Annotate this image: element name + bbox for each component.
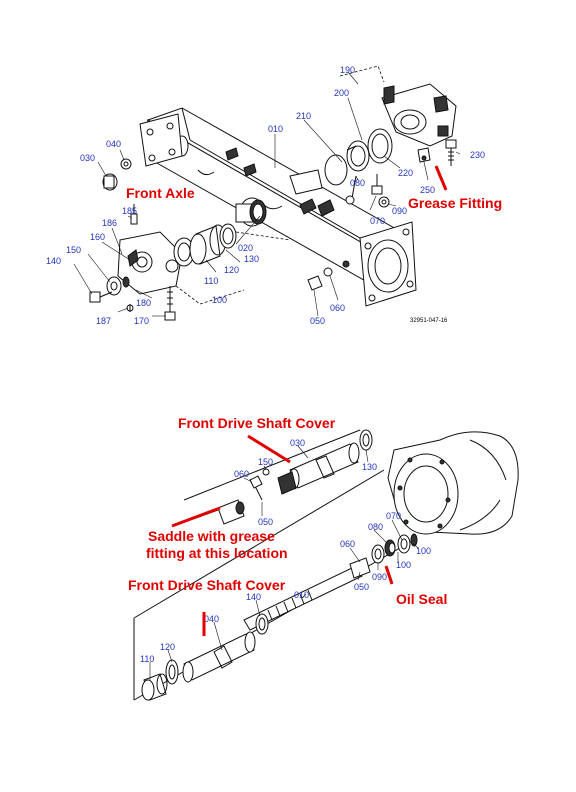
part-number-130: 130 [244,254,259,264]
part-number-220: 220 [398,168,413,178]
saddle-block [195,499,245,525]
part-number-140: 140 [46,256,61,266]
front-axle-exploded-view: 190 200 210 010 040 030 220 230 250 080 … [46,65,502,326]
spline-gear-020 [235,197,267,227]
axle-right-flange [359,221,417,307]
part-number-185: 185 [122,206,137,216]
part-number-120: 120 [224,265,239,275]
part-number-140-shaft: 140 [246,592,261,602]
bushings-110-120-130 [173,223,291,267]
part-number-150-shaft: 150 [258,457,273,467]
oil-seal-annotation: Oil Seal [396,591,447,607]
part-number-060-upper: 060 [234,469,249,479]
part-number-060: 060 [330,303,345,313]
part-number-040: 040 [106,139,121,149]
grease-fitting-pointer [434,165,448,191]
lower-shaft-cover-040 [182,613,269,683]
part-number-186: 186 [102,218,117,228]
part-number-020: 020 [238,243,253,253]
part-number-040-shaft: 040 [204,614,219,624]
part-number-230: 230 [470,150,485,160]
gear-support-bracket [381,83,457,147]
part-number-170: 170 [134,316,149,326]
part-number-190: 190 [340,65,355,75]
part-number-050-lower: 050 [354,582,369,592]
part-number-100-right: 100 [416,546,431,556]
part-number-210: 210 [296,111,311,121]
fitting-assembly-080-070-090 [345,174,390,208]
top-leader-lines [73,71,461,317]
front-drive-shaft-cover-mid-annotation: Front Drive Shaft Cover [128,577,286,593]
part-number-050-upper: 050 [258,517,273,527]
part-number-070-shaft: 070 [386,511,401,521]
knuckle-assembly [89,204,183,303]
part-number-090: 090 [392,206,407,216]
part-number-090-shaft: 090 [372,572,387,582]
part-number-100: 100 [212,295,227,305]
part-number-010-shaft: 010 [294,590,309,600]
axle-left-flange [139,113,183,167]
part-number-030-shaft: 030 [290,438,305,448]
part-number-010: 010 [268,124,283,134]
bottom-leader-lines [149,445,419,680]
upper-shaft-cover-030 [277,429,373,495]
oil-seal-bearing-group [371,533,418,564]
right-bushings [324,128,393,186]
bolt-030-washer-040 [102,158,132,191]
part-number-180: 180 [136,298,151,308]
bolt-050-060 [307,260,350,291]
part-number-050: 050 [310,316,325,326]
clamp-120-cap-110 [141,659,179,701]
drawing-code: 32951-047-16 [410,318,448,324]
saddle-pointer [171,506,221,528]
bolt-060-upper [249,468,270,501]
grease-fitting-250 [417,147,431,163]
part-number-250: 250 [420,185,435,195]
part-number-060-lower: 060 [340,539,355,549]
part-number-070: 070 [370,216,385,226]
lower-shaft-010 [243,557,371,631]
part-number-160: 160 [90,232,105,242]
part-number-187: 187 [96,316,111,326]
front-drive-shaft-exploded-view: 030 130 150 060 050 070 080 100 100 060 … [128,415,519,701]
grease-fitting-annotation: Grease Fitting [408,195,502,211]
saddle-note-line-2: fitting at this location [146,545,288,561]
part-number-200: 200 [334,88,349,98]
saddle-note-line-1: Saddle with grease [148,528,275,544]
front-axle-annotation: Front Axle [126,185,195,201]
part-number-150: 150 [66,245,81,255]
transmission-housing [387,431,519,535]
shaft-cover-top-pointer [247,434,291,464]
part-number-130-shaft: 130 [362,462,377,472]
part-number-110-shaft: 110 [140,654,154,664]
part-number-080-shaft: 080 [368,522,383,532]
part-number-080: 080 [350,178,365,188]
bolt-230 [445,139,457,166]
part-number-100-lower: 100 [396,560,411,570]
part-number-120-shaft: 120 [160,642,175,652]
part-number-030: 030 [80,153,95,163]
part-number-110: 110 [204,276,218,286]
oil-seal-pointer [384,565,394,585]
front-drive-shaft-cover-top-annotation: Front Drive Shaft Cover [178,415,336,431]
